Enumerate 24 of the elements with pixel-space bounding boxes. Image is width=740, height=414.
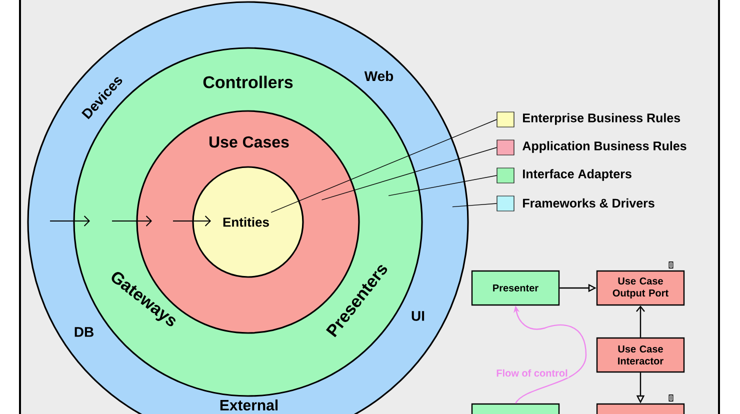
leader-line bbox=[388, 175, 498, 196]
legend-label: Interface Adapters bbox=[523, 169, 632, 181]
legend-swatch bbox=[496, 112, 514, 128]
interactor-box: Use Case Interactor bbox=[596, 337, 685, 373]
presenter-box: Presenter bbox=[471, 270, 560, 306]
ring-label: Web bbox=[364, 70, 394, 82]
arrow bbox=[636, 306, 645, 338]
ring-label: Use Cases bbox=[210, 136, 289, 148]
ring-label: DB bbox=[74, 327, 94, 337]
legend-swatch bbox=[496, 196, 514, 212]
legend-label: Enterprise Business Rules bbox=[523, 113, 680, 125]
ring-label: Controllers bbox=[203, 76, 293, 88]
ring-label: UI bbox=[412, 311, 424, 321]
ring-label: Entities bbox=[223, 217, 269, 227]
port-box: Use Case Output Port bbox=[596, 270, 685, 306]
process-box bbox=[471, 403, 560, 414]
leader-line bbox=[321, 147, 498, 200]
legend-swatch bbox=[496, 140, 514, 156]
legend-label: Application Business Rules bbox=[522, 141, 686, 153]
leader-line bbox=[270, 119, 498, 213]
ring-label: External bbox=[220, 399, 278, 410]
leader-line bbox=[452, 203, 498, 208]
legend-swatch bbox=[496, 168, 514, 184]
legend-label: Frameworks & Drivers bbox=[523, 198, 654, 208]
